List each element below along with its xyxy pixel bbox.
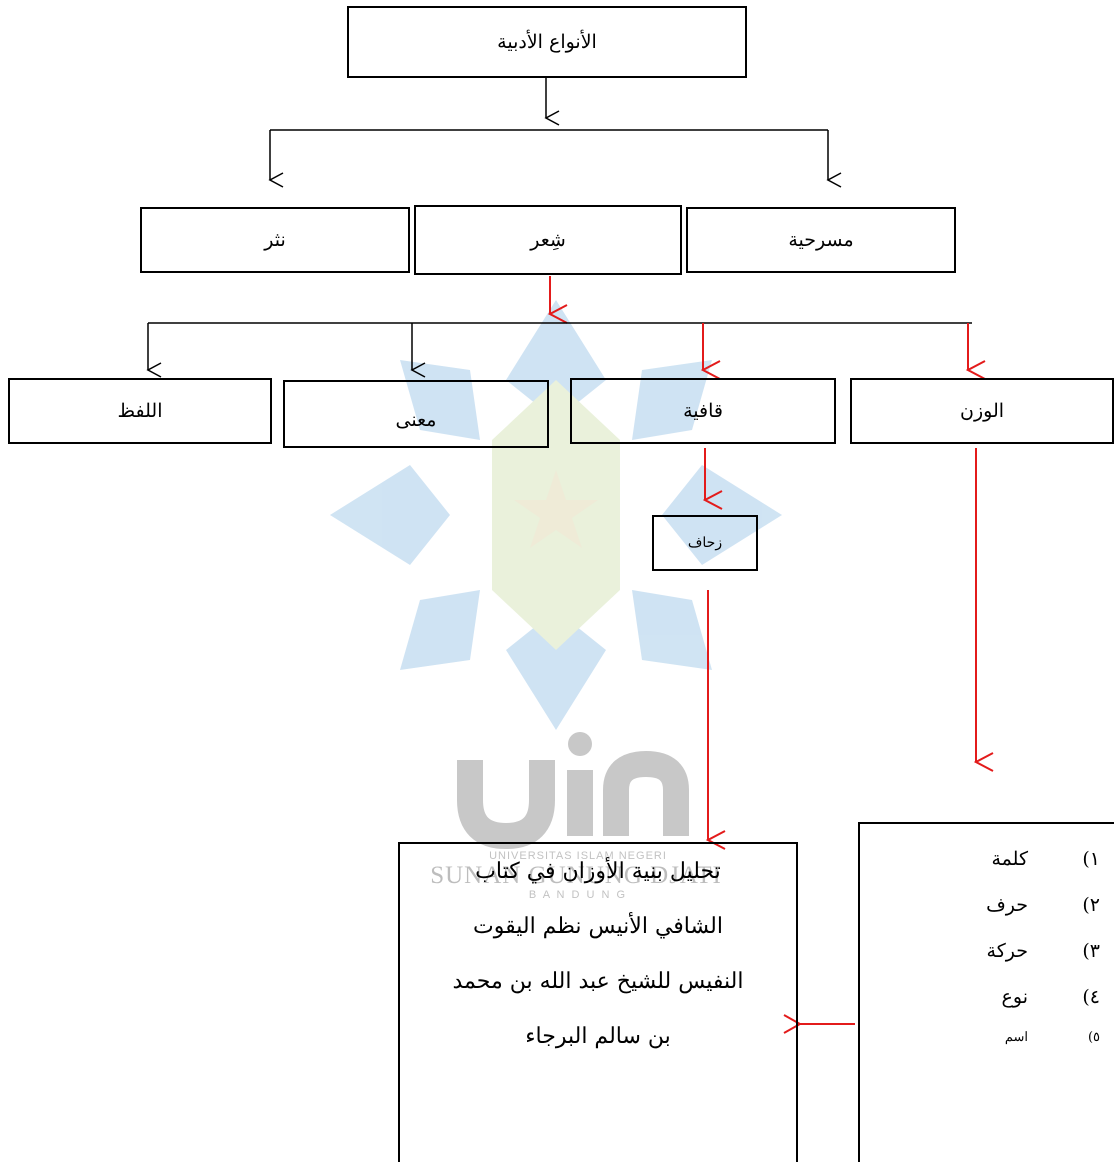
- list-item: ٤) نوع: [860, 974, 1110, 1020]
- list-item: ٥) اسم: [860, 1020, 1110, 1054]
- drama-box: مسرحية: [686, 207, 956, 273]
- thesis-box: [398, 842, 798, 1162]
- rhyme-box: قافية: [570, 378, 836, 444]
- wording-box: اللفظ: [8, 378, 272, 444]
- prose-box: نثر: [140, 207, 410, 273]
- watermark-line1: UNIVERSITAS ISLAM NEGERI: [489, 850, 667, 862]
- zihaf-label: زحاف: [687, 535, 723, 551]
- poetry-label: شِعر: [530, 229, 566, 251]
- list-number: ٥): [1087, 1029, 1100, 1045]
- list-text: نوع: [1001, 986, 1028, 1008]
- list-item: ٢) حرف: [860, 882, 1110, 928]
- poetry-box: شِعر: [414, 205, 682, 275]
- list-text: حركة: [986, 940, 1028, 962]
- list-number: ٤): [1082, 986, 1100, 1008]
- list-text: اسم: [1004, 1029, 1028, 1045]
- list-item: ٣) حركة: [860, 928, 1110, 974]
- star-icon: [514, 470, 598, 548]
- meaning-box: معنى: [283, 380, 549, 448]
- root-label: الأنواع الأدبية: [497, 31, 597, 53]
- meter-list-box: [858, 822, 1114, 1162]
- uin-logo: [457, 750, 689, 850]
- drama-label: مسرحية: [788, 229, 854, 251]
- wording-label: اللفظ: [117, 400, 163, 422]
- thesis-line: النفيس للشيخ عبد الله بن محمد: [452, 969, 744, 994]
- thesis-line: بن سالم البرجاء: [525, 1024, 671, 1049]
- watermark-line2: SUNAN GUNUNG DJATI: [430, 862, 722, 889]
- thesis-line: تحليل بنية الأوزان في كتاب: [475, 859, 721, 884]
- watermark-line3: B A N D U N G: [528, 889, 628, 901]
- thesis-text: تحليل بنية الأوزان في كتاب الشافي الأنيس…: [400, 844, 796, 1064]
- thesis-line: الشافي الأنيس نظم اليقوت: [473, 914, 723, 939]
- zihaf-box: زحاف: [652, 515, 758, 571]
- list-text: كلمة: [991, 848, 1028, 870]
- root-box: الأنواع الأدبية: [347, 6, 747, 78]
- rhyme-label: قافية: [683, 400, 723, 422]
- prose-label: نثر: [264, 229, 286, 251]
- list-text: حرف: [986, 894, 1028, 916]
- list-number: ٢): [1082, 894, 1100, 916]
- list-number: ٣): [1082, 940, 1100, 962]
- list-item: ١) كلمة: [860, 836, 1110, 882]
- meter-box: الوزن: [850, 378, 1114, 444]
- meter-list: ١) كلمة ٢) حرف ٣) حركة ٤) نوع ٥) اسم: [860, 836, 1110, 1054]
- meter-label: الوزن: [960, 400, 1005, 422]
- list-number: ١): [1082, 848, 1100, 870]
- meaning-label: معنى: [395, 409, 437, 431]
